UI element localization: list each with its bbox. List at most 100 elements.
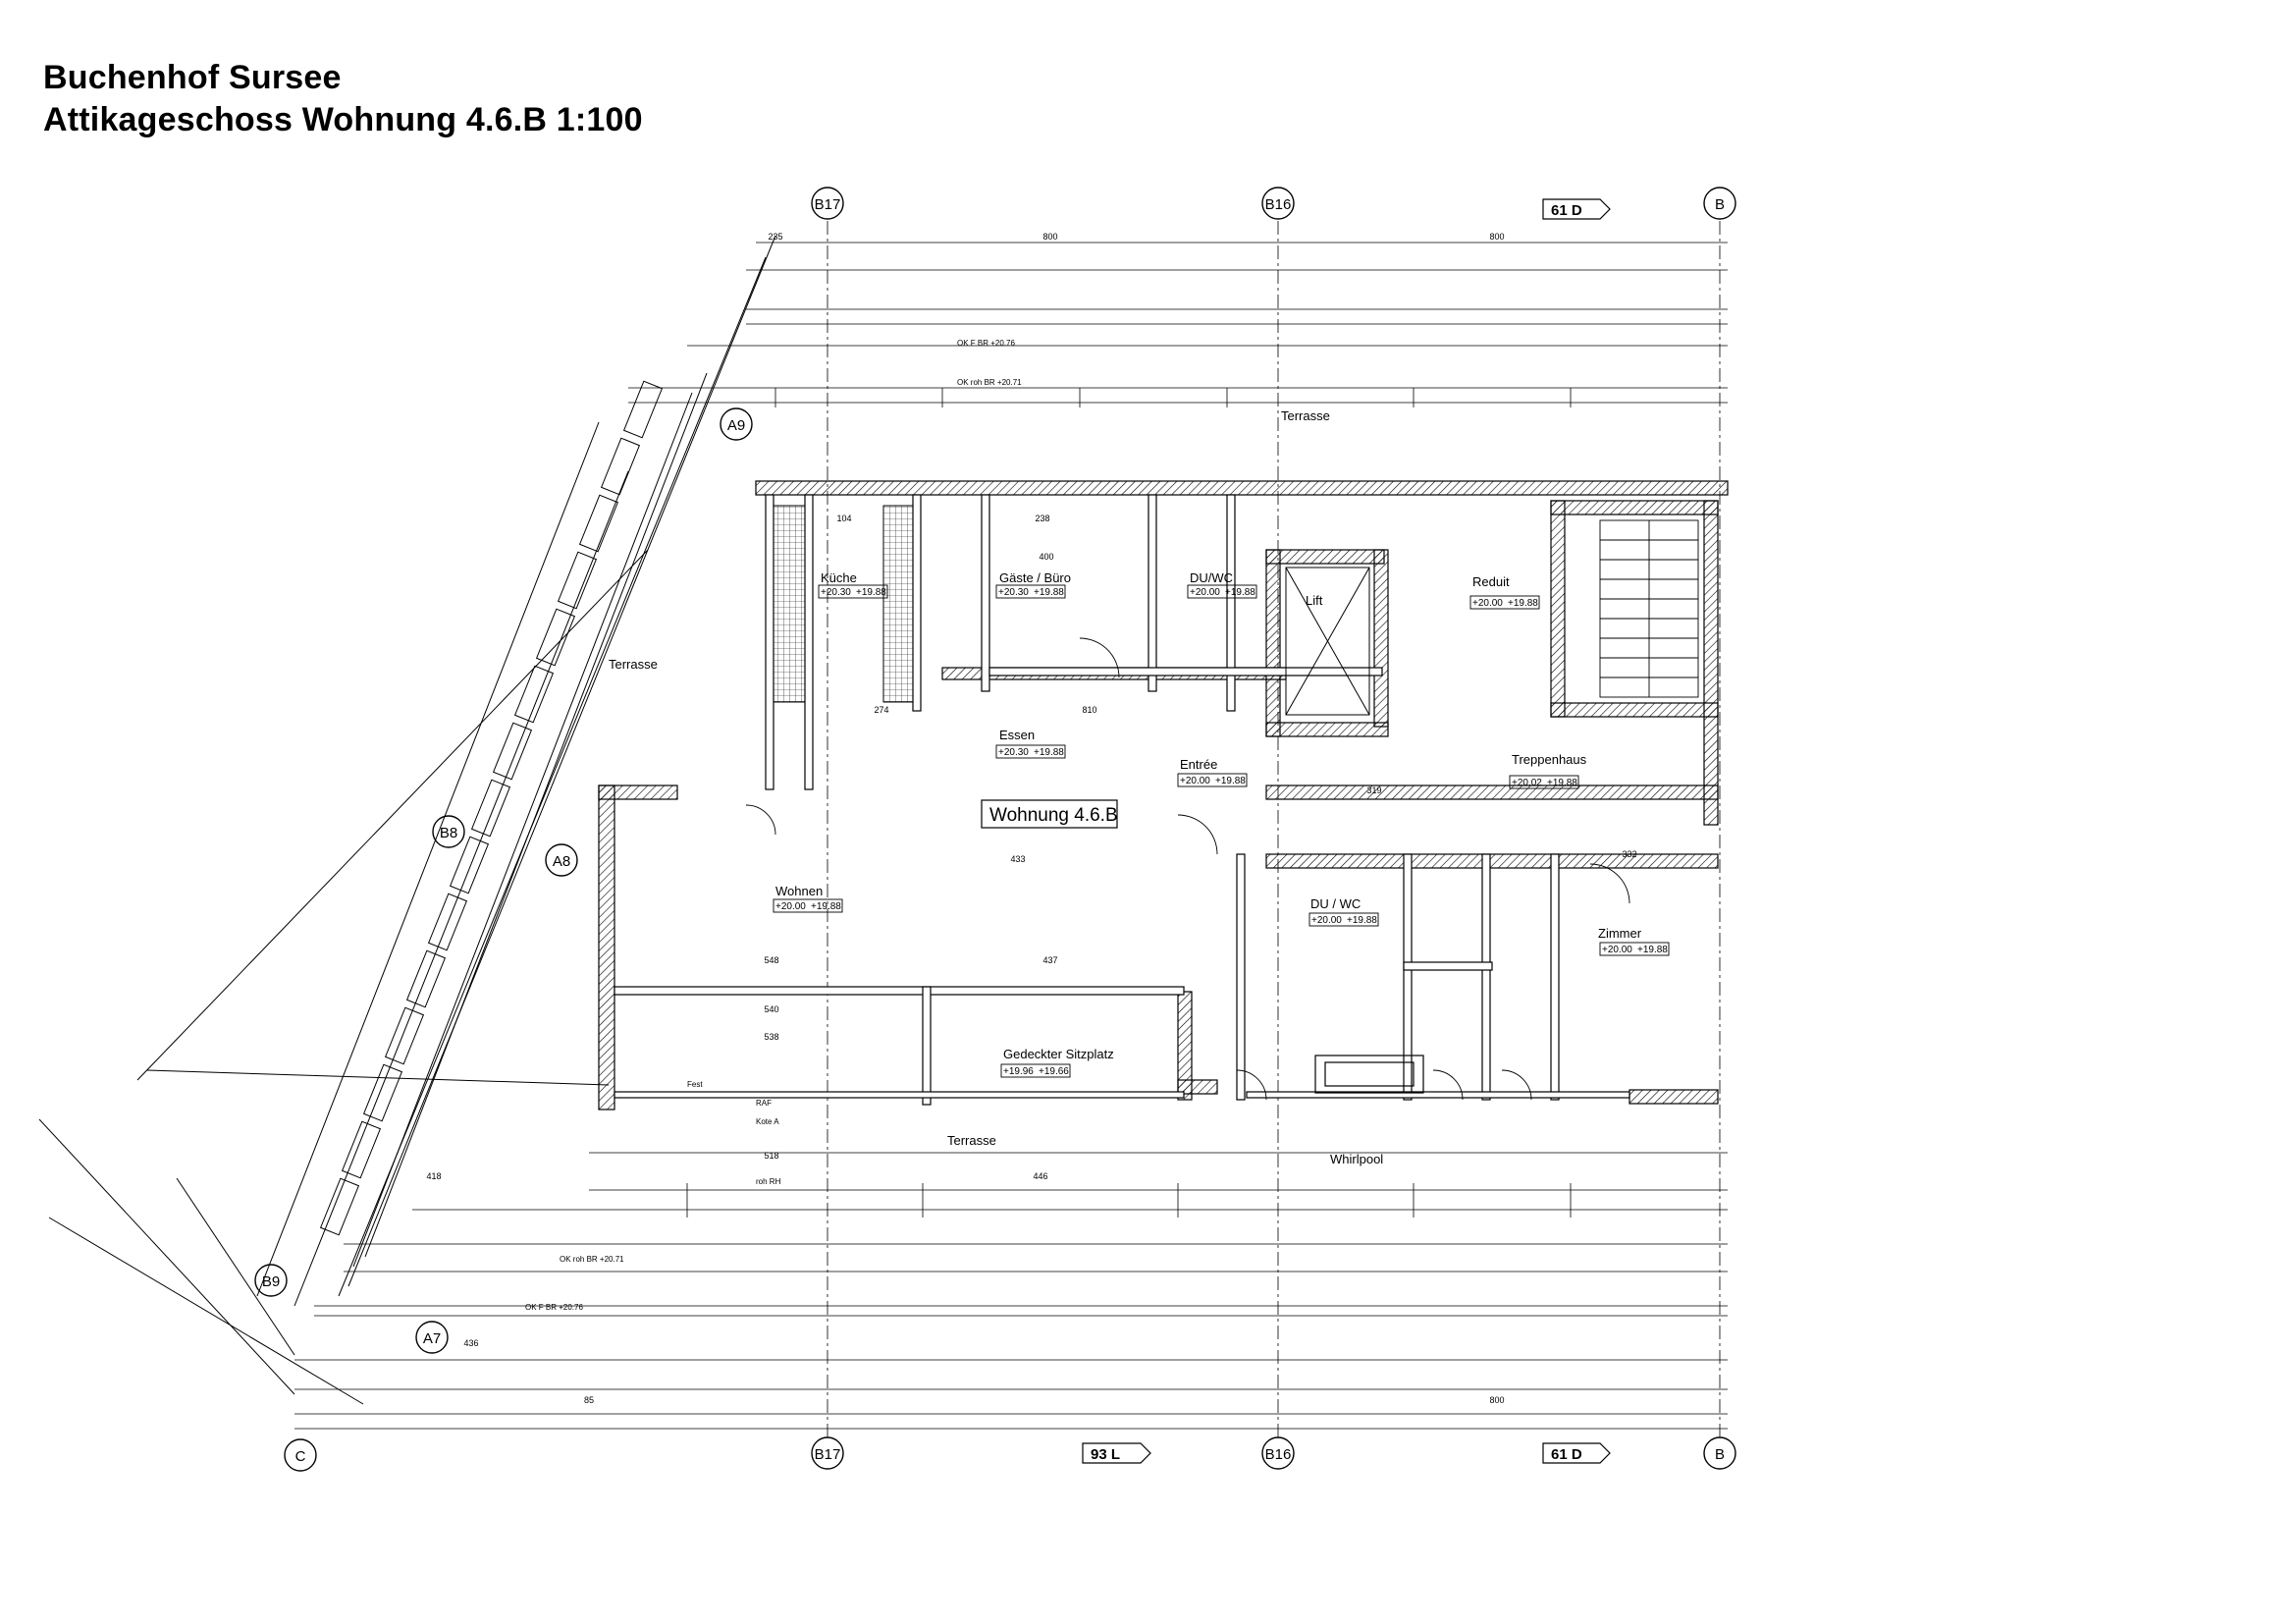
dim-bottom-85: 85 bbox=[584, 1395, 594, 1405]
level-duwc1-rb: +19.88 bbox=[1225, 587, 1255, 598]
axis-label-b9: B9 bbox=[262, 1273, 280, 1290]
axis-lines bbox=[827, 221, 1721, 1438]
level-essen-ff: +20.30 bbox=[998, 747, 1029, 758]
dim-top-800a: 800 bbox=[1042, 232, 1057, 242]
kitchen-counter bbox=[773, 505, 914, 703]
stair-run bbox=[1599, 519, 1699, 698]
dim-top-235: 235 bbox=[768, 232, 782, 242]
dim-540: 540 bbox=[764, 1004, 778, 1014]
dim-top-800b: 800 bbox=[1489, 232, 1504, 242]
level-zimmer-ff: +20.00 bbox=[1602, 945, 1632, 955]
dim-332: 332 bbox=[1622, 849, 1636, 859]
level-entree-ff: +20.00 bbox=[1180, 776, 1210, 786]
room-wohnen: Wohnen bbox=[775, 884, 823, 898]
lift-shaft bbox=[1285, 567, 1370, 716]
axis-label-c: C bbox=[295, 1448, 306, 1465]
level-kueche-ff: +20.30 bbox=[821, 587, 851, 598]
room-terrasse-top: Terrasse bbox=[1281, 408, 1330, 423]
level-duwc2-ff: +20.00 bbox=[1311, 915, 1342, 926]
diagonal-facade bbox=[38, 235, 776, 1405]
room-terrasse-left: Terrasse bbox=[609, 657, 658, 672]
level-entree-rb: +19.88 bbox=[1215, 776, 1246, 786]
dim-433: 433 bbox=[1010, 854, 1025, 864]
level-zimmer-rb: +19.88 bbox=[1637, 945, 1668, 955]
level-sitzplatz-ff: +19.96 bbox=[1003, 1066, 1034, 1077]
axis-label-b17-bottom: B17 bbox=[815, 1446, 841, 1463]
dim-446: 446 bbox=[1033, 1171, 1047, 1181]
dimension-ticks bbox=[686, 388, 1572, 1218]
dim-104: 104 bbox=[836, 514, 851, 523]
annotation-okfbr-bottom: OK F BR +20.76 bbox=[525, 1303, 583, 1312]
dimension-lines bbox=[294, 242, 1728, 1430]
level-treppenhaus-ff: +20.02 bbox=[1512, 778, 1542, 788]
room-gedeckter-sitzplatz: Gedeckter Sitzplatz bbox=[1003, 1047, 1114, 1061]
dim-400: 400 bbox=[1039, 552, 1053, 562]
room-duwc-2: DU / WC bbox=[1310, 896, 1361, 911]
dim-418: 418 bbox=[426, 1171, 441, 1181]
level-duwc1-ff: +20.00 bbox=[1190, 587, 1220, 598]
axis-label-a7: A7 bbox=[423, 1330, 441, 1347]
apartment-label-box bbox=[981, 799, 1118, 829]
dim-319: 319 bbox=[1366, 785, 1381, 795]
dim-518: 518 bbox=[764, 1151, 778, 1161]
axis-label-b15-bottom: B bbox=[1715, 1446, 1725, 1463]
structural-walls bbox=[598, 480, 1729, 1110]
dim-548: 548 bbox=[764, 955, 778, 965]
apartment-label: Wohnung 4.6.B bbox=[989, 805, 1118, 826]
axis-label-a8: A8 bbox=[553, 853, 570, 870]
dim-538: 538 bbox=[764, 1032, 778, 1042]
room-gaeste-buero: Gäste / Büro bbox=[999, 570, 1071, 585]
door-swings bbox=[745, 637, 1630, 1101]
annotation-roh-rh: roh RH bbox=[756, 1177, 781, 1186]
level-essen-rb: +19.88 bbox=[1034, 747, 1064, 758]
level-treppenhaus-rb: +19.88 bbox=[1547, 778, 1577, 788]
whirlpool bbox=[1314, 1055, 1424, 1094]
level-boxes bbox=[773, 584, 1670, 1078]
drawing-subtitle: Attikageschoss Wohnung 4.6.B 1:100 bbox=[43, 101, 643, 138]
room-lift: Lift bbox=[1306, 593, 1323, 608]
section-marker-bottom-right: 61 D bbox=[1551, 1446, 1582, 1463]
level-wohnen-ff: +20.00 bbox=[775, 901, 806, 912]
level-reduit-ff: +20.00 bbox=[1472, 598, 1503, 609]
axis-markers bbox=[254, 187, 1736, 1472]
room-zimmer: Zimmer bbox=[1598, 926, 1642, 941]
axis-label-b8: B8 bbox=[440, 825, 457, 841]
dim-436: 436 bbox=[463, 1338, 478, 1348]
room-treppenhaus: Treppenhaus bbox=[1512, 752, 1587, 767]
room-reduit: Reduit bbox=[1472, 574, 1510, 589]
dim-437: 437 bbox=[1042, 955, 1057, 965]
room-essen: Essen bbox=[999, 728, 1035, 742]
section-marker-top: 61 D bbox=[1551, 202, 1582, 219]
room-kueche: Küche bbox=[821, 570, 857, 585]
section-marker-bottom-left: 93 L bbox=[1091, 1446, 1120, 1463]
interior-walls bbox=[614, 494, 1630, 1106]
room-duwc-1: DU/WC bbox=[1190, 570, 1233, 585]
axis-label-a9: A9 bbox=[727, 417, 745, 434]
dim-810: 810 bbox=[1082, 705, 1096, 715]
annotation-okfbr-top: OK F BR +20.76 bbox=[957, 339, 1015, 348]
axis-label-b16-bottom: B16 bbox=[1265, 1446, 1292, 1463]
annotation-raf: RAF bbox=[756, 1099, 772, 1108]
section-markers bbox=[1082, 198, 1611, 1464]
annotation-okroh-bottom: OK roh BR +20.71 bbox=[560, 1255, 624, 1264]
level-duwc2-rb: +19.88 bbox=[1347, 915, 1377, 926]
annotation-fest: Fest bbox=[687, 1080, 703, 1089]
level-gaeste-ff: +20.30 bbox=[998, 587, 1029, 598]
room-entree: Entrée bbox=[1180, 757, 1217, 772]
annotation-kote-a: Kote A bbox=[756, 1117, 779, 1126]
axis-label-b16-top: B16 bbox=[1265, 196, 1292, 213]
axis-label-b15-top: B bbox=[1715, 196, 1725, 213]
dim-bottom-800: 800 bbox=[1489, 1395, 1504, 1405]
drawing-title: Buchenhof Sursee bbox=[43, 59, 342, 96]
level-reduit-rb: +19.88 bbox=[1508, 598, 1538, 609]
dim-238: 238 bbox=[1035, 514, 1049, 523]
room-terrasse-bottom: Terrasse bbox=[947, 1133, 996, 1148]
level-gaeste-rb: +19.88 bbox=[1034, 587, 1064, 598]
level-sitzplatz-rb: +19.66 bbox=[1039, 1066, 1069, 1077]
annotation-okroh-top: OK roh BR +20.71 bbox=[957, 378, 1022, 387]
room-whirlpool: Whirlpool bbox=[1330, 1152, 1383, 1166]
level-kueche-rb: +19.88 bbox=[856, 587, 886, 598]
railing-modules bbox=[319, 380, 664, 1236]
dim-274: 274 bbox=[874, 705, 888, 715]
